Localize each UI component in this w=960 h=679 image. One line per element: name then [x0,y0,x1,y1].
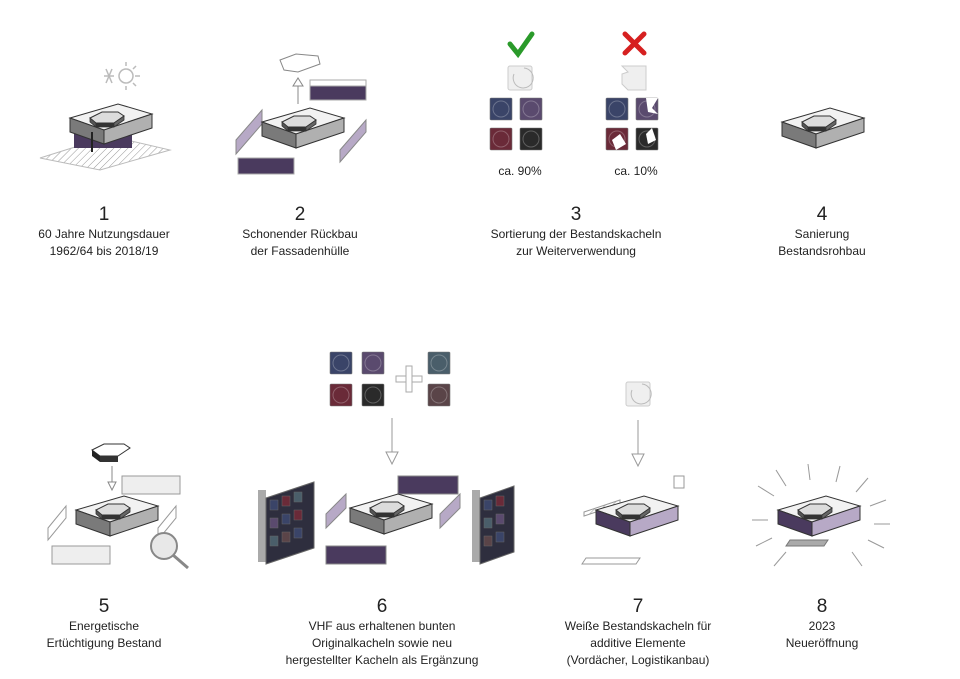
step-text: 60 Jahre Nutzungsdauer [38,227,170,241]
step-text: additive Elemente [590,636,686,650]
step-5-illustration [47,443,189,570]
step-2-caption: 2 Schonender Rückbau der Fassadenhülle [170,204,430,260]
broken-tile [605,97,629,121]
step-text: VHF aus erhaltenen bunten [308,619,456,633]
white-tile [625,381,651,407]
step-text: Schonender Rückbau [242,227,358,241]
step-text: Energetische [68,619,140,633]
step-3-caption: 3 Sortierung der Bestandskacheln zur Wei… [446,204,706,260]
step-8-caption: 8 2023 Neueröffnung [692,596,952,652]
step-3-illustration [489,31,659,151]
step-1-caption: 1 60 Jahre Nutzungsdauer 1962/64 bis 201… [0,204,234,260]
step-number: 4 [816,204,828,225]
sun-snowflake-icon [104,62,140,90]
step-5-caption: 5 Energetische Ertüchtigung Bestand [0,596,234,652]
step-7-caption: 7 Weiße Bestandskacheln für additive Ele… [508,596,768,669]
new-tile [427,383,451,407]
step-number: 8 [816,596,828,617]
step-7-illustration [581,381,685,565]
step-text: (Vordächer, Logistikanbau) [566,653,710,667]
tile-facade-right [472,485,515,565]
step-text: zur Weiterverwendung [516,244,636,258]
step-number: 2 [294,204,306,225]
white-tile [507,65,533,91]
step-text: hergestellter Kacheln als Ergänzung [285,653,479,667]
check-icon [507,31,535,59]
step-number: 1 [98,204,110,225]
celebration-rays [752,463,890,567]
step-number: 5 [98,596,110,617]
reused-tile [489,97,513,121]
discard-percentage: ca. 10% [614,164,658,178]
reused-tile [489,127,513,151]
step-2-illustration [235,53,367,175]
step-text: 1962/64 bis 2018/19 [49,244,159,258]
step-4-caption: 4 Sanierung Bestandsrohbau [692,204,952,260]
step-text: Bestandsrohbau [778,244,866,258]
step-text: der Fassadenhülle [250,244,350,258]
plus-icon [395,365,423,393]
step-text: Neueröffnung [785,636,859,650]
reused-tile [519,97,543,121]
step-text: Weiße Bestandskacheln für [564,619,712,633]
step-4-illustration [781,107,865,149]
new-tile [427,351,451,375]
step-6-caption: 6 VHF aus erhaltenen bunten Originalkach… [252,596,512,669]
step-text: Sortierung der Bestandskacheln [490,227,662,241]
step-number: 6 [376,596,388,617]
reused-tile [519,127,543,151]
step-text: Sanierung [794,227,850,241]
step-number: 3 [570,204,582,225]
step-text: 2023 [808,619,836,633]
cross-icon [622,31,647,56]
original-tile [329,383,353,407]
step-number: 7 [632,596,644,617]
step-8-illustration [752,463,890,567]
step-6-illustration [258,351,515,565]
original-tile [329,351,353,375]
step-text: Ertüchtigung Bestand [46,636,162,650]
step-text: Originalkacheln sowie neu [311,636,453,650]
original-tile [361,383,385,407]
white-tile-broken [620,65,647,91]
tile-facade-left [258,481,315,565]
original-tile [361,351,385,375]
magnifier-icon [150,532,189,570]
step-1-illustration [39,62,172,171]
reuse-percentage: ca. 90% [498,164,542,178]
